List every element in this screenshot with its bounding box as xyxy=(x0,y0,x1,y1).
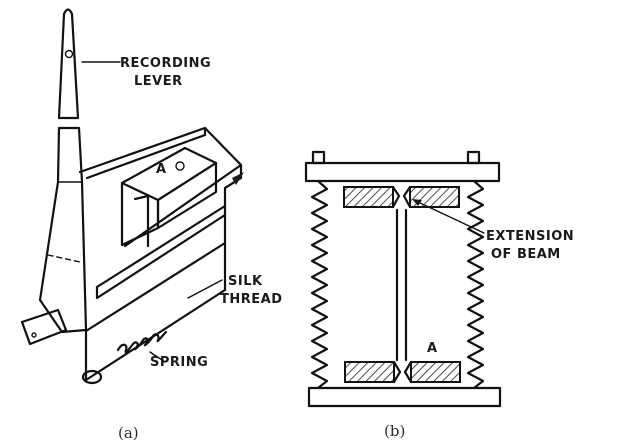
bottom-plate xyxy=(307,386,502,408)
screw-head-right xyxy=(466,150,481,165)
silk-thread-label-line1: SILK xyxy=(228,274,263,289)
recording-lever-label-line1: RECORDING xyxy=(120,56,211,71)
silk-thread-label-line2: THREAD xyxy=(220,292,283,307)
left-spring xyxy=(310,179,329,390)
lever-foot xyxy=(20,308,68,346)
lower-clamp-left xyxy=(344,361,395,383)
block-a-marker: A xyxy=(156,162,166,177)
right-spring xyxy=(466,179,485,390)
beam-a-marker: A xyxy=(427,341,437,356)
lower-notch xyxy=(392,360,413,384)
caption-a: (a) xyxy=(118,424,139,442)
upper-notch xyxy=(391,185,412,209)
recording-lever xyxy=(38,8,88,334)
lower-clamp-right xyxy=(410,361,461,383)
block-a xyxy=(120,146,244,248)
upper-clamp-left xyxy=(343,186,394,208)
spring-coil xyxy=(116,330,168,354)
diagram-a: RECORDING LEVER A xyxy=(20,8,283,442)
extension-label-line1: EXTENSION xyxy=(486,229,574,244)
spring-label: SPRING xyxy=(150,355,208,370)
extension-label-line2: OF BEAM xyxy=(491,247,561,262)
beam xyxy=(395,208,408,362)
caption-b: (b) xyxy=(384,422,405,440)
diagram-b: EXTENSION OF BEAM A (b) xyxy=(304,150,574,440)
silk-thread-leader xyxy=(187,279,223,299)
screw-head-left xyxy=(311,150,326,165)
extension-leader xyxy=(417,201,485,234)
upper-clamp-right xyxy=(409,186,460,208)
recording-lever-label-line2: LEVER xyxy=(134,74,183,89)
top-plate xyxy=(304,161,501,183)
spring-leader xyxy=(149,351,166,363)
extension-arrowhead xyxy=(412,199,422,206)
